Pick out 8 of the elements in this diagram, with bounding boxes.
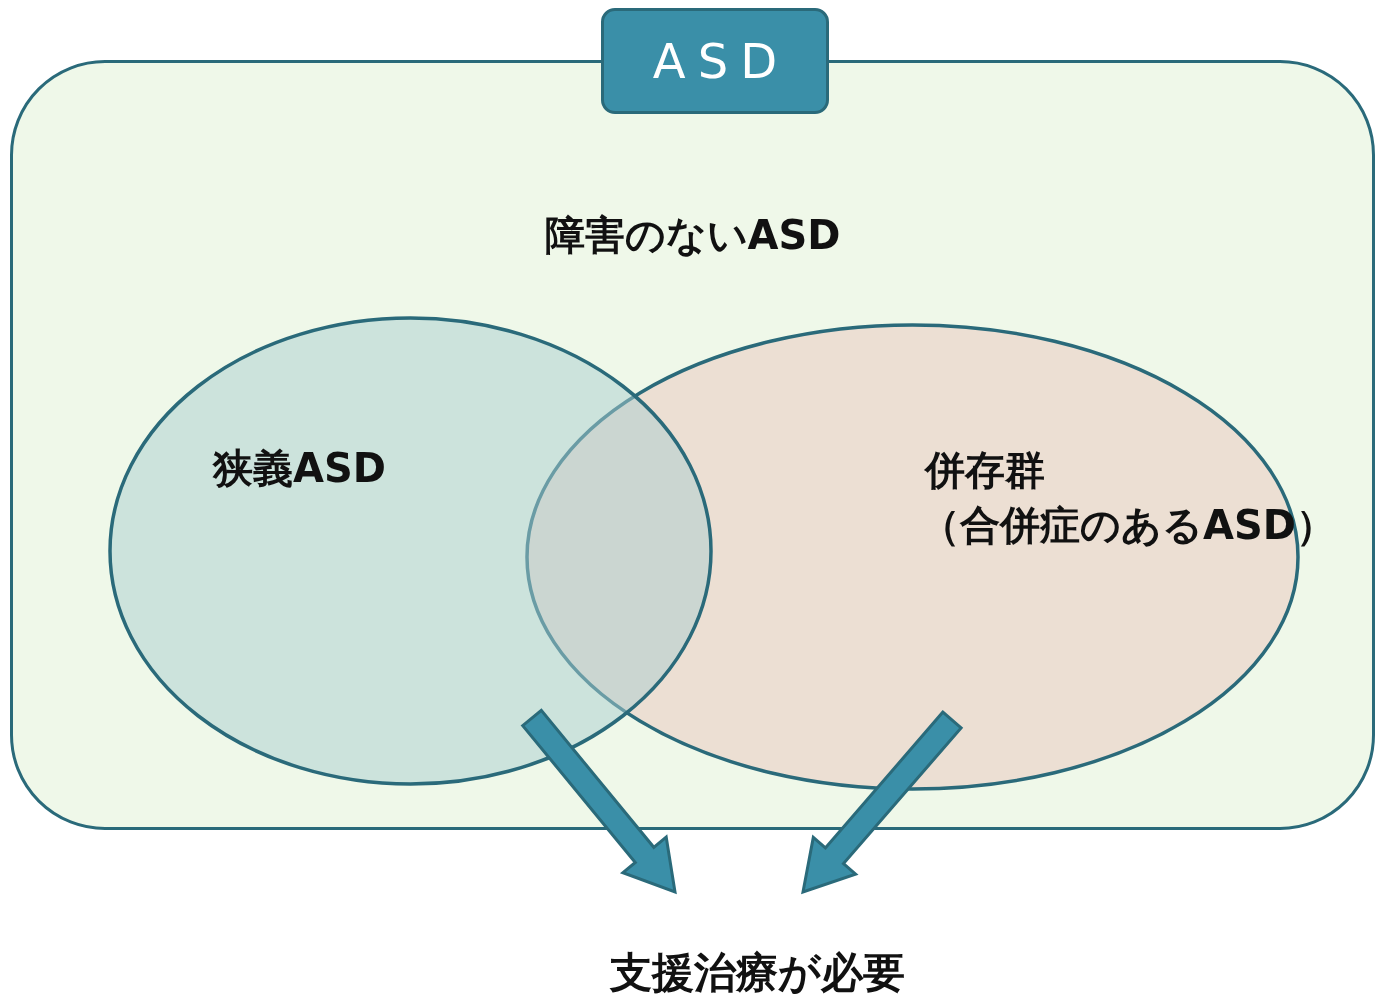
block-arrow <box>520 708 677 895</box>
result-label: 支援治療が必要 <box>609 947 906 999</box>
set-label: （合併症のあるASD） <box>920 501 1336 550</box>
set-label: 狭義ASD <box>213 444 386 493</box>
set-label: 併存群 <box>925 446 1045 495</box>
block-arrow <box>801 710 964 895</box>
group-label: 障害のないASD <box>543 211 842 260</box>
title-tab: ASD <box>601 8 829 114</box>
